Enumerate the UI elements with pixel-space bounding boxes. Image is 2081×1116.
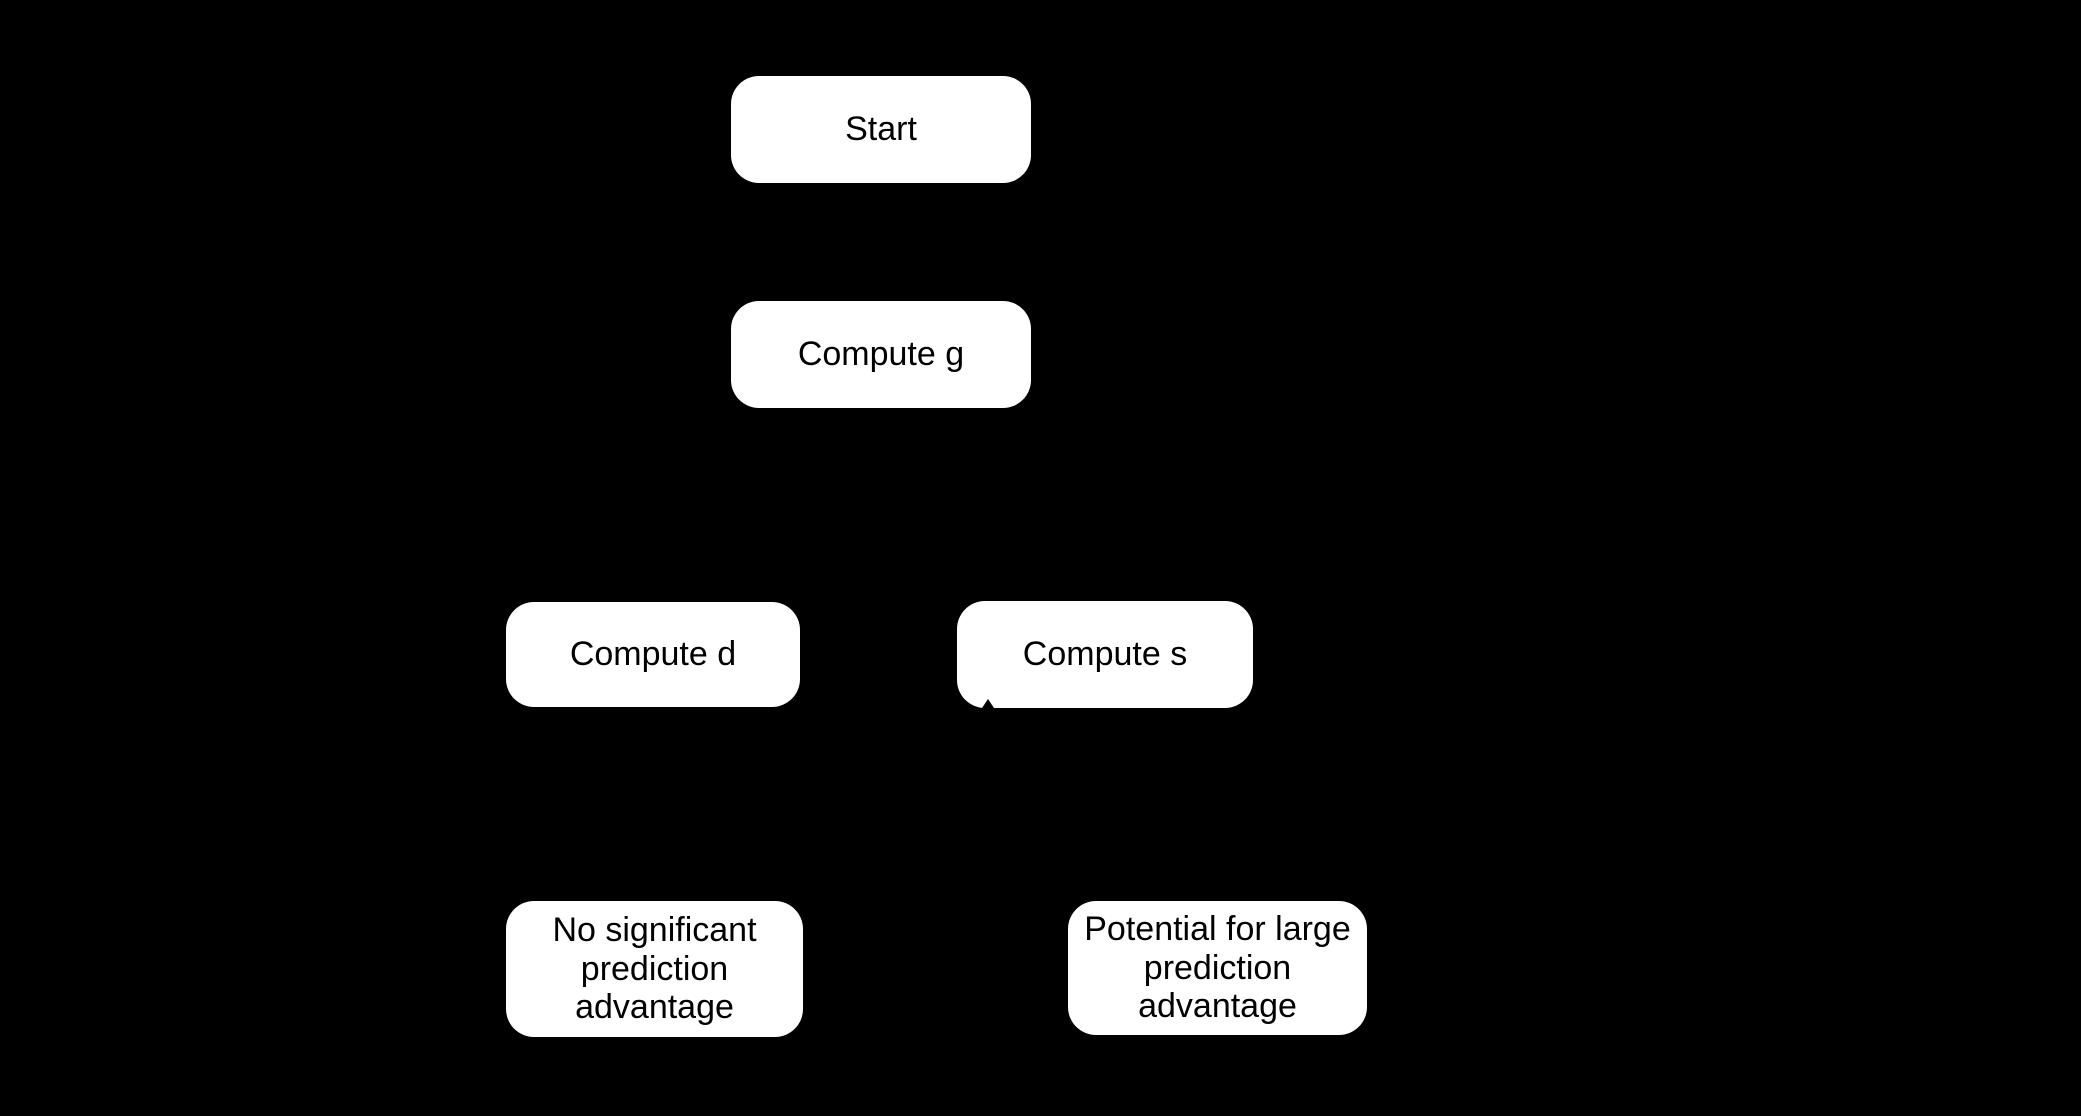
- node-label: No significant prediction advantage: [552, 911, 757, 1027]
- flowchart-node-potential-advantage: Potential for large prediction advantage: [1068, 901, 1367, 1035]
- arrowhead-artifact: [982, 699, 994, 708]
- flowchart-node-no-advantage: No significant prediction advantage: [506, 901, 803, 1037]
- flowchart-node-compute-d: Compute d: [506, 602, 800, 707]
- node-label: Start: [845, 110, 917, 149]
- node-label: Compute g: [797, 335, 965, 374]
- flowchart-node-compute-s: Compute s: [957, 601, 1253, 708]
- flowchart-node-start: Start: [731, 76, 1031, 183]
- node-label: Compute s: [1022, 635, 1188, 674]
- flowchart-node-compute-g: Compute g: [731, 301, 1031, 408]
- node-label: Potential for large prediction advantage: [1084, 910, 1351, 1026]
- node-label: Compute d: [569, 635, 737, 674]
